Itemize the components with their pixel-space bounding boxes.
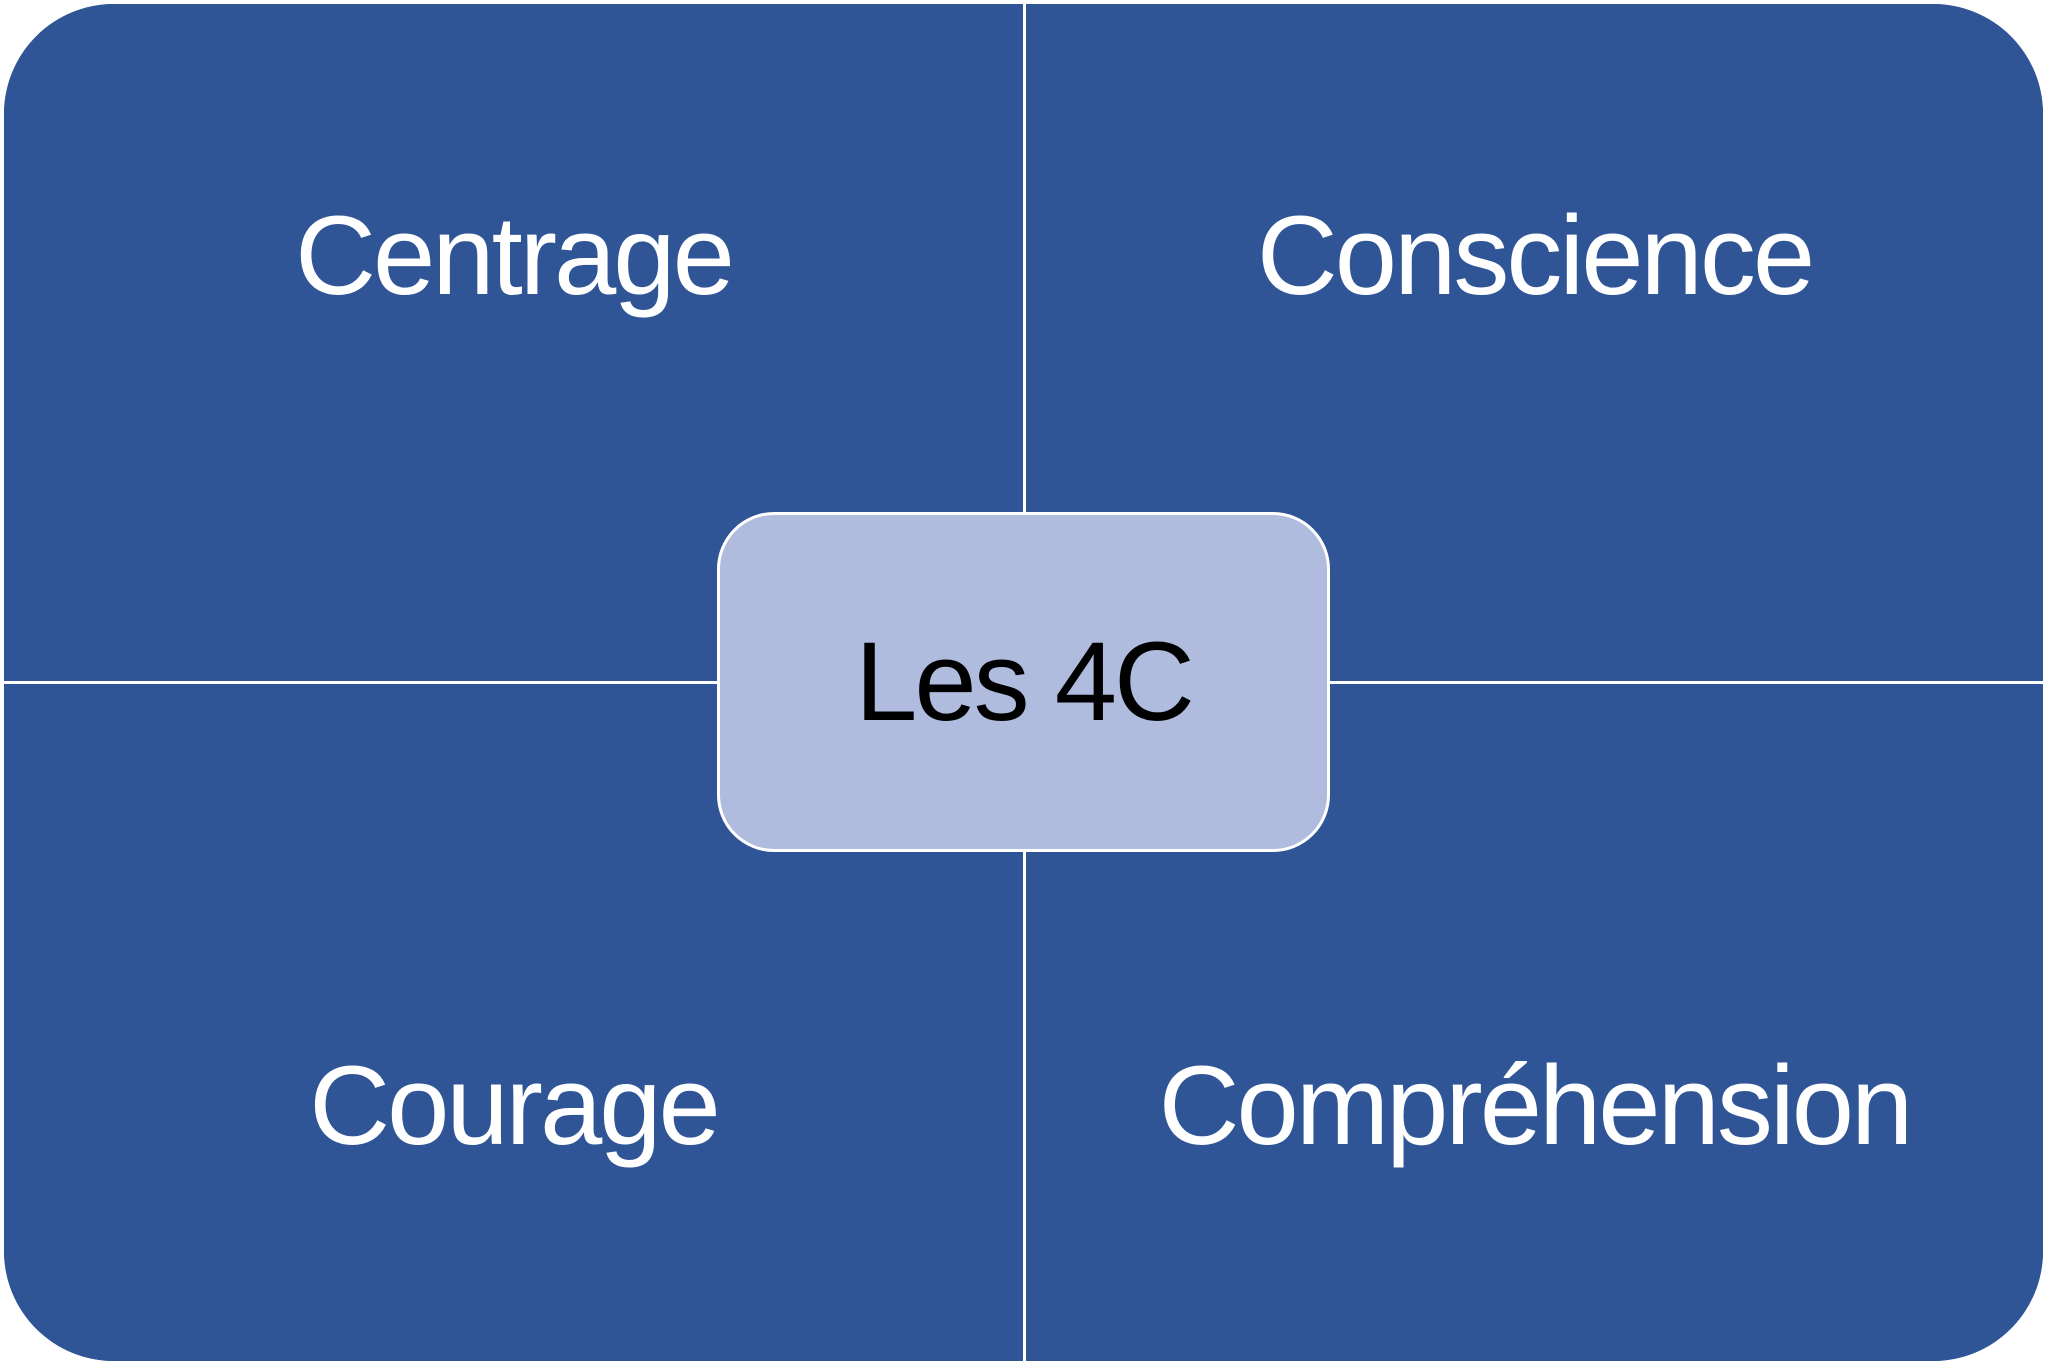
quadrant-label-centrage: Centrage: [295, 193, 735, 318]
center-label: Les 4C: [855, 619, 1195, 744]
four-c-matrix: Centrage Conscience Courage Compréhensio…: [4, 4, 2043, 1361]
quadrant-label-courage: Courage: [309, 1043, 721, 1168]
center-box: Les 4C: [717, 512, 1330, 852]
quadrant-label-comprehension: Compréhension: [1158, 1043, 1914, 1168]
quadrant-label-conscience: Conscience: [1256, 193, 1815, 318]
